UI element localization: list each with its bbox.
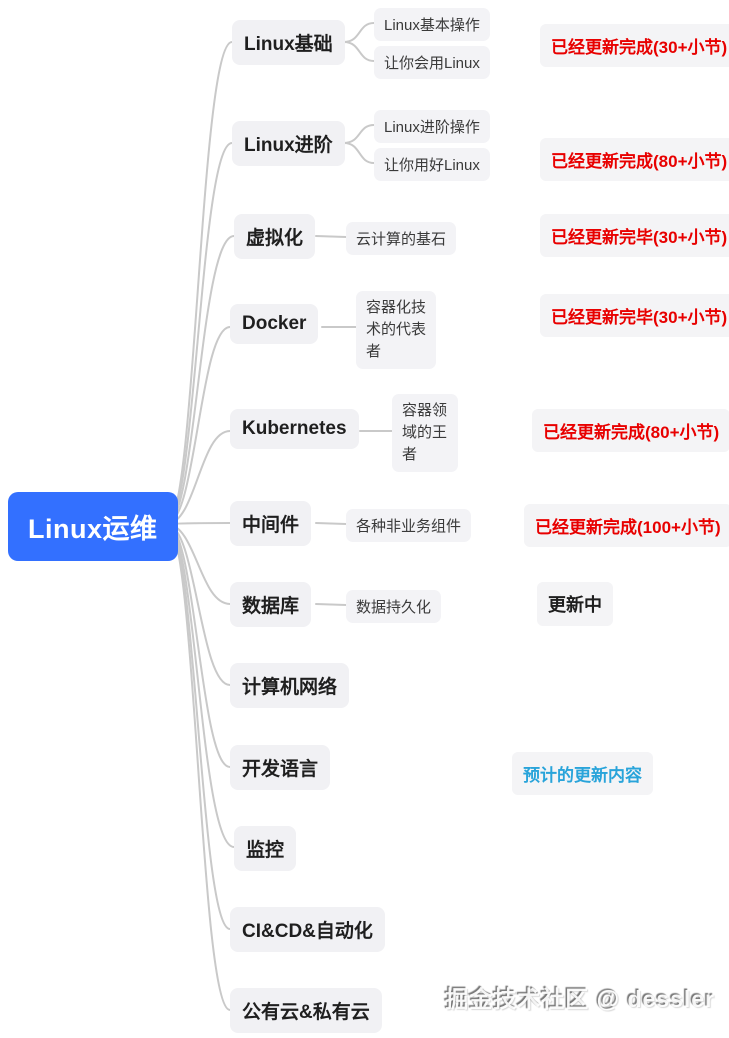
- connector-line: [166, 523, 231, 930]
- status-label-planned[interactable]: 预计的更新内容: [512, 752, 653, 795]
- connector-line: [343, 41, 375, 62]
- connector-line: [166, 326, 231, 525]
- status-label-linux-advanced[interactable]: 已经更新完成(80+小节): [540, 138, 729, 181]
- connector-line: [343, 142, 375, 164]
- branch-node-cloud[interactable]: 公有云&私有云: [230, 988, 382, 1033]
- connector-line: [166, 523, 231, 1011]
- child-node[interactable]: 数据持久化: [346, 590, 442, 623]
- connector-line: [166, 523, 235, 848]
- branch-node-kubernetes[interactable]: Kubernetes: [230, 409, 359, 449]
- connector-line: [166, 523, 231, 768]
- watermark: 掘金技术社区 @ dessler: [445, 986, 715, 1012]
- branch-node-linux-advanced[interactable]: Linux进阶: [232, 121, 345, 166]
- status-label-database[interactable]: 更新中: [537, 582, 613, 626]
- child-node[interactable]: 容器化技术的代表者: [356, 291, 436, 369]
- child-node[interactable]: Linux进阶操作: [374, 110, 490, 143]
- branch-node-dev-language[interactable]: 开发语言: [230, 745, 331, 790]
- branch-node-docker[interactable]: Docker: [230, 304, 319, 344]
- branch-node-monitoring[interactable]: 监控: [234, 826, 297, 871]
- connector-line: [343, 124, 375, 144]
- branch-node-linux-basics[interactable]: Linux基础: [232, 20, 345, 65]
- connector-line: [166, 142, 233, 525]
- connector-line: [343, 22, 375, 43]
- root-node-linux-ops[interactable]: Linux运维: [8, 492, 178, 561]
- child-node[interactable]: Linux基本操作: [374, 8, 490, 41]
- branch-node-virtualization[interactable]: 虚拟化: [234, 214, 316, 259]
- status-label-virtualization[interactable]: 已经更新完毕(30+小节): [540, 214, 729, 257]
- connector-line: [166, 235, 235, 525]
- branch-node-middleware[interactable]: 中间件: [230, 501, 312, 546]
- child-node[interactable]: 让你会用Linux: [374, 46, 490, 79]
- child-node[interactable]: 容器领域的王者: [392, 394, 458, 472]
- branch-node-networking[interactable]: 计算机网络: [230, 663, 350, 708]
- child-node[interactable]: 让你用好Linux: [374, 148, 490, 181]
- connector-line: [315, 522, 347, 525]
- status-label-kubernetes[interactable]: 已经更新完成(80+小节): [532, 409, 729, 452]
- status-label-docker[interactable]: 已经更新完毕(30+小节): [540, 294, 729, 337]
- connector-line: [166, 41, 233, 525]
- connector-line: [315, 603, 347, 606]
- branch-node-database[interactable]: 数据库: [230, 582, 312, 627]
- child-node[interactable]: 云计算的基石: [346, 222, 457, 255]
- status-label-linux-basics[interactable]: 已经更新完成(30+小节): [540, 24, 729, 67]
- status-label-middleware[interactable]: 已经更新完成(100+小节): [524, 504, 729, 547]
- connector-line: [315, 235, 347, 238]
- branch-node-cicd[interactable]: CI&CD&自动化: [230, 907, 385, 952]
- child-node[interactable]: 各种非业务组件: [346, 509, 472, 542]
